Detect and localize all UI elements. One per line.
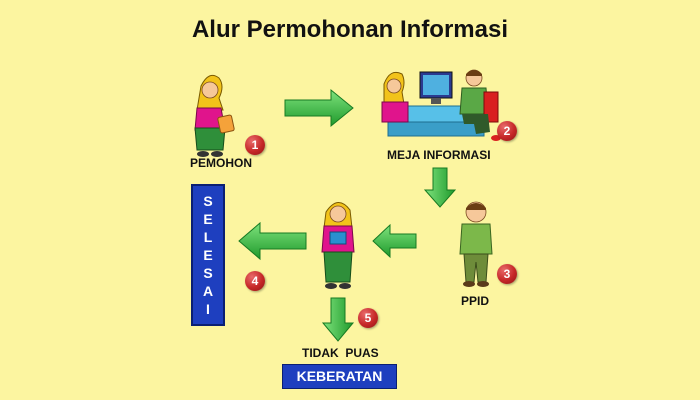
meja-informasi-label: MEJA INFORMASI [387,148,491,162]
step-badge-4: 4 [245,271,265,291]
step-badge-3: 3 [497,264,517,284]
arrow-down-2 [423,167,457,208]
tidak-puas-label: TIDAK PUAS [302,346,379,360]
selesai-letter: E [203,247,213,263]
selesai-letter: L [203,229,213,245]
selesai-box: S E L E S A I [191,184,225,326]
arrow-left-4 [238,221,307,261]
diagram-title: Alur Permohonan Informasi [191,16,509,43]
step-badge-5: 5 [358,308,378,328]
arrow-left-3 [372,223,417,259]
step-badge-1: 1 [245,135,265,155]
keberatan-box: KEBERATAN [282,364,397,389]
arrow-down-5 [321,297,355,342]
selesai-letter: I [206,301,210,317]
pemohon-label: PEMOHON [190,156,253,170]
pemohon-figure-icon [194,74,235,157]
ppid-figure-icon [459,201,493,287]
arrow-right-1 [284,88,354,128]
pemohon-center-figure-icon [321,202,355,289]
selesai-letter: A [202,283,214,299]
ppid-label: PPID [461,294,490,308]
selesai-letter: S [203,193,213,209]
meja-informasi-scene-icon [381,69,501,141]
selesai-letter: E [203,211,213,227]
step-badge-2: 2 [497,121,517,141]
selesai-letter: S [203,265,213,281]
